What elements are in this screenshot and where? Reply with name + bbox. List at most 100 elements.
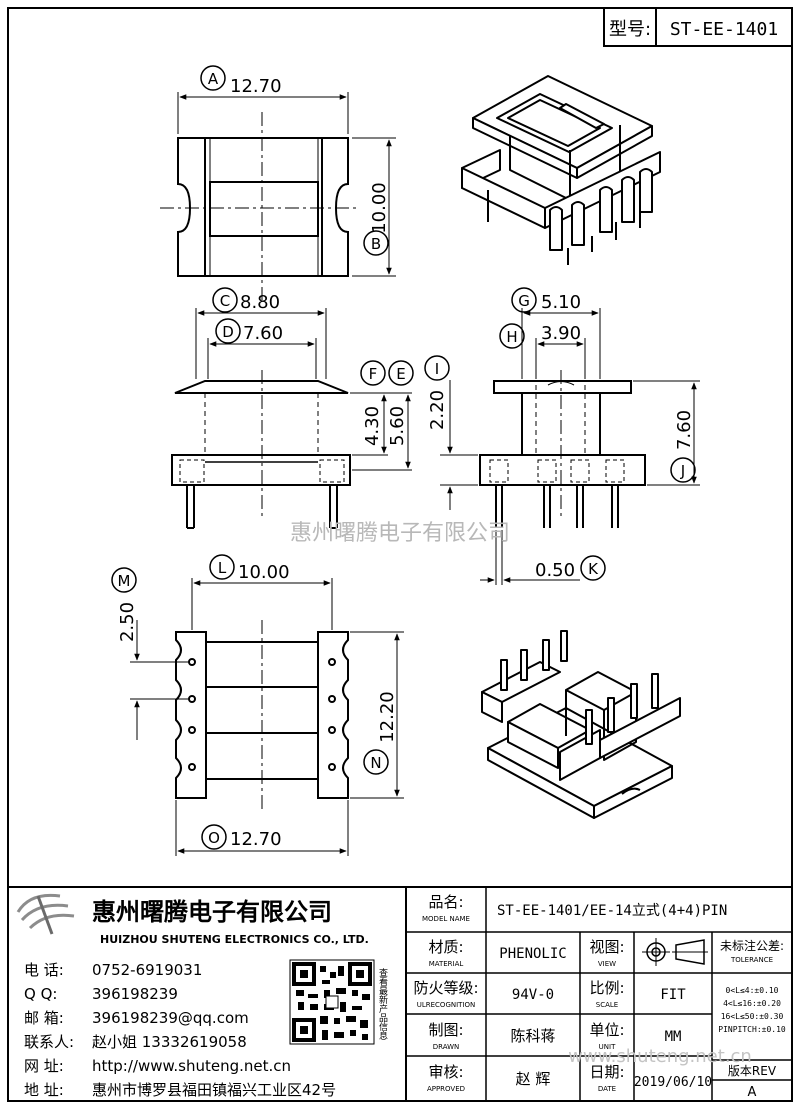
flame-value: 94V-0 xyxy=(512,987,554,1003)
contact-label-5: 网 址: xyxy=(24,1057,64,1075)
dim-A-value: 12.70 xyxy=(230,76,282,97)
dim-M: 2.50 M xyxy=(111,567,190,740)
material-label-en: MATERIAL xyxy=(429,960,464,968)
dim-O: O 12.70 xyxy=(175,800,349,856)
top-view xyxy=(160,112,356,300)
tolerance-title: 未标注公差: xyxy=(720,938,784,953)
dim-J-letter: J xyxy=(680,462,685,480)
contact-label-4: 联系人: xyxy=(24,1033,74,1051)
dim-E-value: 5.60 xyxy=(387,406,408,446)
title-block-labels: 品名: MODEL NAME ST-EE-1401/EE-14立式(4+4)PI… xyxy=(413,893,785,1100)
dim-B-value: 10.00 xyxy=(369,182,390,234)
tolerance-row-4: PINPITCH:±0.10 xyxy=(718,1025,786,1034)
dim-C-value: 8.80 xyxy=(240,292,280,313)
dim-B: 10.00 B xyxy=(352,137,396,277)
unit-label-en: UNIT xyxy=(599,1043,616,1051)
title-block xyxy=(8,886,792,1101)
dim-E-F: 4.30 5.60 F E xyxy=(350,360,414,471)
dim-K: 0.50 K xyxy=(480,530,606,585)
flame-label-en: ULRECOGNITION xyxy=(417,1001,476,1009)
contact-value-2: 396198239 xyxy=(92,985,178,1003)
tolerance-row-2: 4<L≤16:±0.20 xyxy=(723,999,781,1008)
dim-O-value: 12.70 xyxy=(230,829,282,850)
flame-label: 防火等级: xyxy=(413,979,478,997)
watermark-text: 惠州曙腾电子有限公司 xyxy=(290,521,510,546)
iso-view-top xyxy=(461,75,661,265)
drawn-label-en: DRAWN xyxy=(433,1043,460,1051)
dim-D: D 7.60 xyxy=(207,318,317,379)
view-label-en: VIEW xyxy=(598,960,616,968)
dim-O-letter: O xyxy=(208,829,220,847)
dim-I: 2.20 I xyxy=(424,355,478,510)
dim-I-value: 2.20 xyxy=(427,390,448,430)
approved-label-en: APPROVED xyxy=(427,1085,465,1093)
dim-D-letter: D xyxy=(222,323,234,341)
unit-label: 单位: xyxy=(589,1021,624,1039)
view-label: 视图: xyxy=(589,938,624,956)
projection-symbol-icon xyxy=(642,938,708,966)
model-name-label: 品名: xyxy=(428,893,463,911)
front-view xyxy=(171,370,351,529)
dim-H-letter: H xyxy=(506,328,517,346)
model-tag: 型号: ST-EE-1401 xyxy=(603,7,793,47)
material-label: 材质: xyxy=(428,938,463,956)
dim-M-letter: M xyxy=(118,572,131,590)
tolerance-row-3: 16<L≤50:±0.30 xyxy=(721,1012,784,1021)
company-name-cn: 惠州曙腾电子有限公司 xyxy=(92,898,332,926)
dim-L-letter: L xyxy=(218,559,227,577)
dim-E-letter: E xyxy=(396,365,405,383)
scale-label: 比例: xyxy=(589,979,624,997)
approved-value: 赵 辉 xyxy=(516,1070,551,1088)
model-name-value: ST-EE-1401/EE-14立式(4+4)PIN xyxy=(497,903,727,919)
dim-H-value: 3.90 xyxy=(541,323,581,344)
dim-N-value: 12.20 xyxy=(377,691,398,743)
scale-label-en: SCALE xyxy=(596,1001,618,1009)
dim-N-letter: N xyxy=(370,754,381,772)
bottom-view xyxy=(175,620,349,810)
contact-value-1: 0752-6919031 xyxy=(92,961,202,979)
dim-K-letter: K xyxy=(588,560,599,578)
contact-value-5: http://www.shuteng.net.cn xyxy=(92,1057,291,1075)
dim-L-value: 10.00 xyxy=(238,562,290,583)
dim-J-value: 7.60 xyxy=(674,410,695,450)
dim-D-value: 7.60 xyxy=(243,323,283,344)
scale-value: FIT xyxy=(660,987,686,1003)
date-label: 日期: xyxy=(589,1063,624,1081)
tolerance-row-1: 0<L≤4:±0.10 xyxy=(726,986,779,995)
site-watermark: www.shuteng.net.cn xyxy=(568,1046,752,1067)
dim-I-letter: I xyxy=(435,360,439,378)
dim-L: L 10.00 xyxy=(191,554,333,630)
tolerance-subtitle: TOLERANCE xyxy=(730,956,773,964)
dim-C-letter: C xyxy=(220,292,230,310)
drawn-label: 制图: xyxy=(428,1021,463,1039)
approved-label: 审核: xyxy=(428,1063,463,1081)
contact-label-3: 邮 箱: xyxy=(24,1009,64,1027)
dim-H: H 3.90 xyxy=(499,323,586,379)
dim-J: 7.60 J xyxy=(633,380,700,486)
dim-C: C 8.80 xyxy=(195,287,327,379)
contact-value-6: 惠州市博罗县福田镇福兴工业区42号 xyxy=(92,1081,336,1099)
side-view xyxy=(479,370,646,528)
dim-N: 12.20 N xyxy=(350,631,404,799)
contact-label-6: 地 址: xyxy=(24,1081,64,1099)
model-tag-value: ST-EE-1401 xyxy=(670,19,778,40)
dim-G-letter: G xyxy=(518,292,530,310)
date-value: 2019/06/10 xyxy=(634,1075,712,1090)
material-value: PHENOLIC xyxy=(499,946,566,962)
contact-value-4: 赵小姐 13332619058 xyxy=(92,1033,247,1051)
sheet-border xyxy=(7,7,793,1102)
qr-caption: 查看最新产品信息 xyxy=(377,967,388,1040)
rev-label: 版本REV xyxy=(728,1064,777,1078)
dim-K-value: 0.50 xyxy=(535,560,575,581)
qr-code-icon xyxy=(289,959,375,1045)
contact-label-2: Q Q: xyxy=(24,985,57,1003)
iso-view-bottom xyxy=(481,630,681,819)
model-tag-label: 型号: xyxy=(609,19,651,40)
company-block: 惠州曙腾电子有限公司 HUIZHOU SHUTENG ELECTRONICS C… xyxy=(16,893,388,1099)
dim-M-value: 2.50 xyxy=(117,602,138,642)
dim-G-value: 5.10 xyxy=(541,292,581,313)
date-label-en: DATE xyxy=(598,1085,616,1093)
company-name-en: HUIZHOU SHUTENG ELECTRONICS CO., LTD. xyxy=(100,933,369,946)
company-logo-icon xyxy=(16,893,75,935)
